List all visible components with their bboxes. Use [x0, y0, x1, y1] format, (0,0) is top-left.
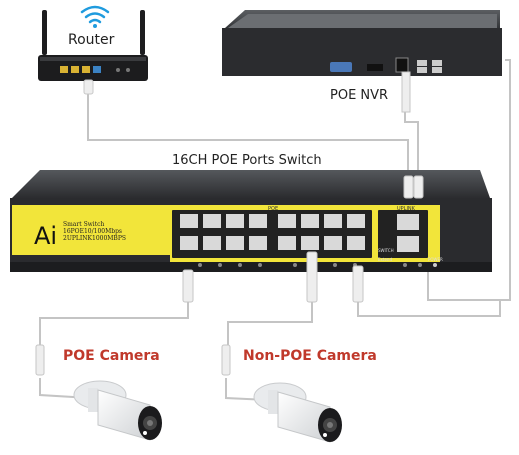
cable-poe-camera	[39, 300, 189, 345]
uplink-label: UPLINK	[397, 206, 415, 212]
cable-router-to-switch	[87, 82, 409, 178]
poe-camera	[35, 344, 162, 441]
switch-led-label: SWITCH	[378, 248, 394, 253]
switch-yellow-panel	[12, 205, 170, 255]
router	[38, 10, 148, 81]
nonpoe-camera	[221, 344, 342, 443]
switch	[10, 170, 492, 272]
router-antenna-left	[42, 10, 47, 55]
cable-nonpoe-camera	[227, 300, 313, 345]
poe-ports	[180, 214, 365, 250]
router-antenna-right	[140, 10, 145, 55]
wifi-icon	[80, 5, 110, 28]
nvr-label: POE NVR	[330, 88, 389, 103]
switch-title: 16CH POE Ports Switch	[172, 153, 322, 168]
switch-spec-line2: 16POE10/100Mbps	[63, 228, 122, 235]
nvr	[222, 10, 502, 113]
nvr-front	[222, 28, 502, 76]
power-label: POWER	[428, 257, 443, 262]
bottom-plugs	[182, 251, 364, 303]
cable-poe-camera-drop	[39, 378, 91, 399]
cables	[39, 59, 511, 401]
cable-uplink-out	[427, 59, 511, 301]
switch-brand-logo: Ai	[34, 222, 58, 250]
switch-spec-line3: 2UPLINK1000MBPS	[63, 235, 126, 242]
poe-camera-label: POE Camera	[63, 348, 160, 364]
uplink-ports	[397, 214, 419, 252]
nonpoe-camera-label: Non-POE Camera	[243, 348, 377, 364]
switch-top	[12, 170, 490, 198]
router-label: Router	[68, 32, 115, 48]
cable-nvr-to-switch	[404, 112, 419, 178]
switch-spec-line1: Smart Switch	[63, 221, 105, 228]
cable-third	[357, 300, 501, 317]
poe-group-label: POE	[268, 206, 279, 212]
router-rj45-plug	[83, 79, 94, 95]
extend-label: Extend	[378, 257, 392, 262]
